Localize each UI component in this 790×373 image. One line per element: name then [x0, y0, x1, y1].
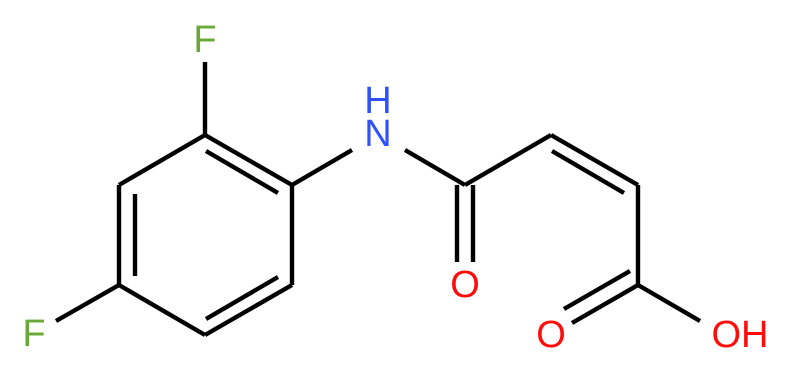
bond-c8-c9 — [549, 133, 640, 187]
bond-c1-c2-inner — [204, 149, 280, 195]
atom-nh-h: H — [364, 80, 391, 122]
bond-c10-oh — [636, 283, 702, 323]
atom-o-amide: O — [450, 264, 480, 306]
bond-c7-c8 — [463, 133, 553, 187]
bond-c1-n — [290, 148, 354, 187]
bond-c8-c9-inner — [550, 149, 626, 195]
atom-oh: OH — [712, 314, 769, 356]
bond-c10-o-a — [570, 283, 640, 325]
bond-c1-c2 — [203, 133, 294, 187]
benzene-ring — [116, 133, 295, 337]
atom-nh-n: N — [364, 113, 391, 155]
bond-n-c7 — [403, 148, 467, 187]
bond-c4-c5 — [117, 283, 207, 337]
atom-o-acid: O — [536, 314, 566, 356]
bond-c2-c3 — [117, 133, 207, 187]
bond-c5-c6-inner — [204, 275, 280, 321]
bond-c5-c6 — [203, 283, 294, 337]
bond-c4-f — [54, 283, 121, 323]
atom-f-left: F — [22, 313, 45, 355]
bond-c10-o-b — [562, 269, 632, 311]
atom-f-top: F — [193, 19, 216, 61]
